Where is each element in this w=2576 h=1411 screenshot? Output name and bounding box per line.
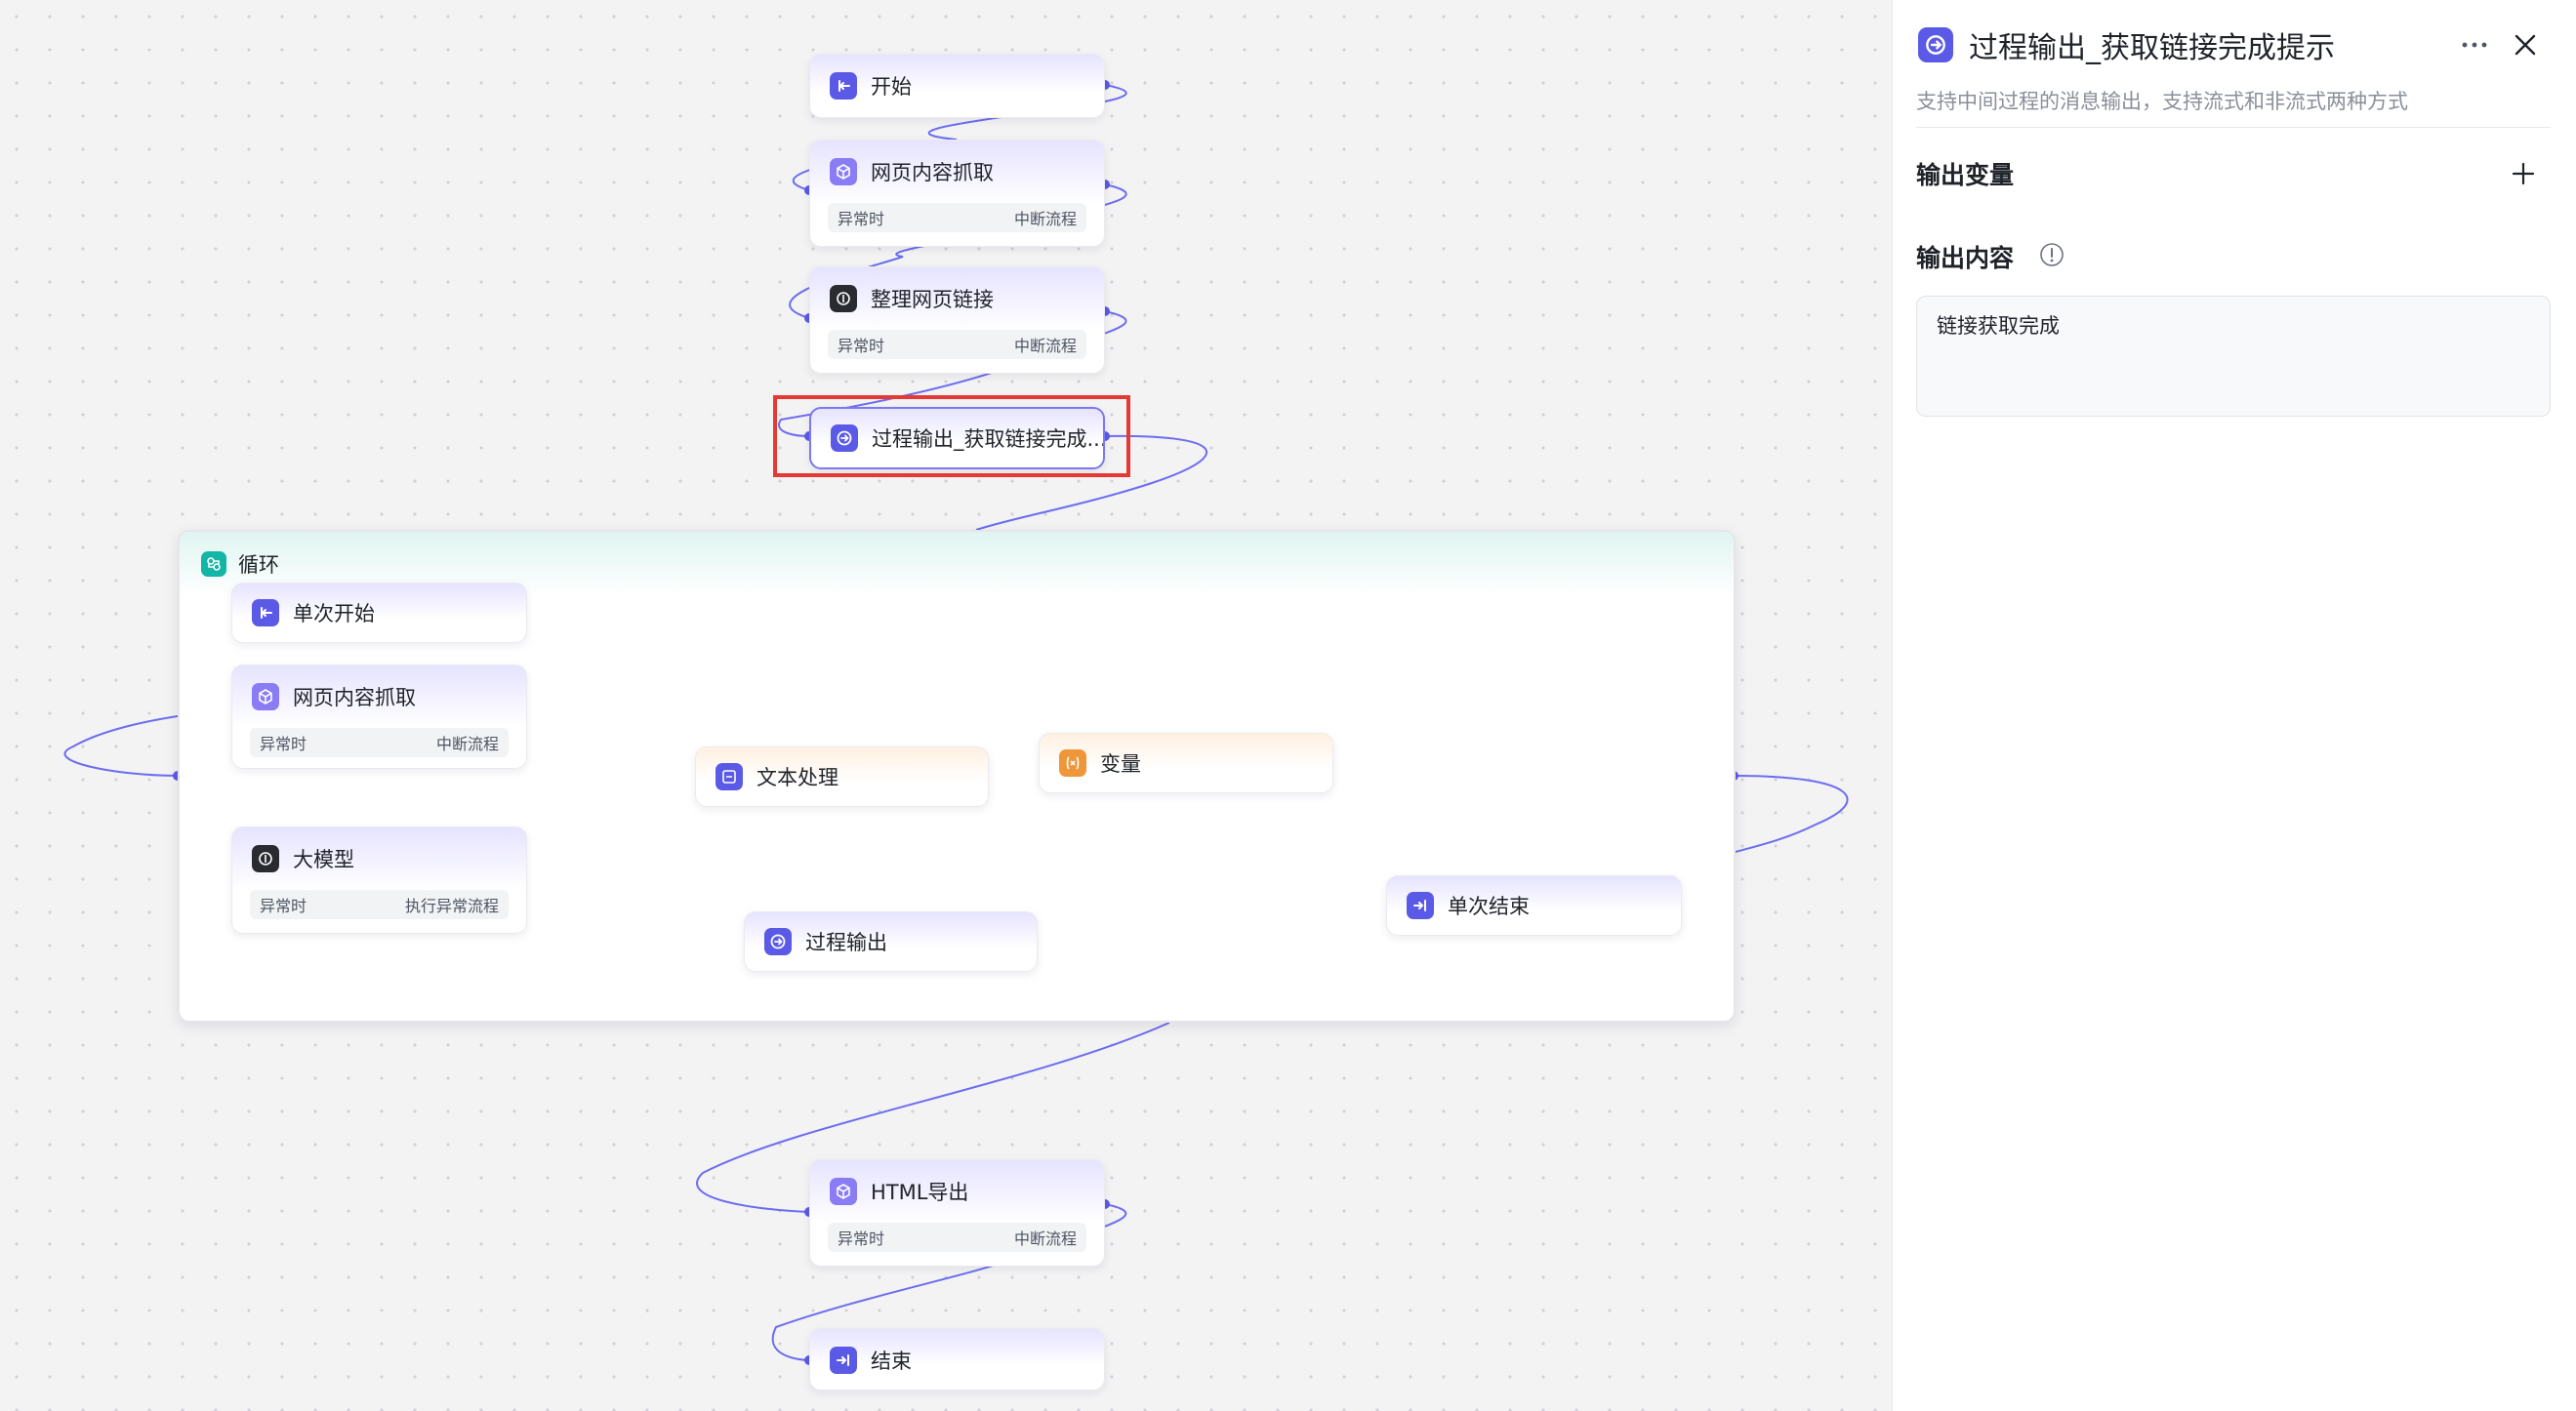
model-icon	[252, 845, 279, 872]
node-title: 过程输出_获取链接完成...	[872, 427, 1105, 451]
plugin-icon	[830, 158, 857, 185]
node-iter-end[interactable]: 单次结束	[1386, 875, 1682, 936]
node-variable[interactable]: 变量	[1039, 733, 1333, 793]
panel-description: 支持中间过程的消息输出，支持流式和非流式两种方式	[1916, 90, 2408, 113]
output-icon	[764, 928, 792, 955]
node-title: 网页内容抓取	[293, 686, 416, 709]
node-title: 整理网页链接	[871, 288, 994, 311]
node-organize-links[interactable]: 整理网页链接 异常时 中断流程	[809, 266, 1105, 374]
node-title: 开始	[871, 75, 912, 99]
info-button[interactable]	[2037, 240, 2066, 269]
output-content-input[interactable]: 链接获取完成	[1916, 296, 2551, 417]
end-icon	[830, 1347, 857, 1374]
add-output-var-button[interactable]	[2506, 156, 2541, 191]
footer-label: 异常时	[260, 735, 307, 753]
edge-loopright-back	[1733, 775, 1849, 853]
node-iter-fetch[interactable]: 网页内容抓取 异常时 中断流程	[231, 665, 527, 769]
node-html-export[interactable]: HTML导出 异常时 中断流程	[809, 1159, 1105, 1267]
node-title: HTML导出	[871, 1181, 969, 1204]
output-content-label: 输出内容	[1916, 244, 2015, 272]
panel-header: 过程输出_获取链接完成提示	[1918, 23, 2335, 66]
footer-label: 异常时	[260, 897, 307, 915]
node-footer: 异常时 中断流程	[828, 1223, 1086, 1252]
node-end[interactable]: 结束	[809, 1328, 1105, 1391]
selection-highlight	[773, 395, 1130, 477]
more-icon	[2462, 42, 2487, 48]
output-vars-label: 输出变量	[1916, 161, 2015, 189]
node-title: 结束	[871, 1350, 912, 1373]
footer-label: 异常时	[838, 1230, 885, 1248]
node-output-notice[interactable]: 过程输出_获取链接完成...	[809, 407, 1105, 469]
node-start[interactable]: 开始	[809, 54, 1105, 118]
start-icon	[252, 599, 279, 626]
node-footer: 异常时 中断流程	[828, 330, 1086, 359]
start-icon	[830, 72, 857, 100]
node-title: 大模型	[293, 848, 354, 871]
more-button[interactable]	[2455, 25, 2494, 64]
info-icon	[2040, 243, 2064, 266]
output-icon	[831, 424, 858, 452]
plugin-icon	[252, 683, 279, 710]
close-button[interactable]	[2506, 25, 2545, 64]
footer-label: 异常时	[838, 337, 885, 355]
node-title: 变量	[1100, 752, 1141, 776]
loop-title: 循环	[238, 553, 279, 577]
node-footer: 异常时 中断流程	[250, 728, 509, 757]
footer-value: 中断流程	[435, 735, 499, 753]
loop-icon	[201, 551, 226, 577]
output-icon	[1918, 27, 1953, 62]
node-title: 网页内容抓取	[871, 161, 994, 184]
footer-value: 执行异常流程	[404, 897, 499, 915]
node-title: 过程输出	[805, 931, 887, 954]
node-title: 文本处理	[756, 766, 838, 789]
node-llm[interactable]: 大模型 异常时 执行异常流程	[231, 826, 527, 934]
close-icon	[2515, 34, 2536, 56]
code-icon	[830, 285, 857, 312]
node-settings-panel: 过程输出_获取链接完成提示 支持中间过程的消息输出，支持流式和非流式两种方式 输…	[1892, 0, 2576, 1411]
footer-value: 中断流程	[1013, 337, 1077, 355]
node-process-output[interactable]: 过程输出	[744, 911, 1038, 972]
footer-value: 中断流程	[1013, 1230, 1077, 1248]
node-title: 单次开始	[293, 602, 375, 625]
node-footer: 异常时 执行异常流程	[250, 890, 509, 919]
text-icon	[716, 763, 743, 790]
plugin-icon	[830, 1178, 857, 1205]
end-icon	[1407, 892, 1434, 919]
node-web-fetch[interactable]: 网页内容抓取 异常时 中断流程	[809, 140, 1105, 247]
divider	[1916, 127, 2551, 128]
node-iter-start[interactable]: 单次开始	[231, 583, 527, 643]
panel-title[interactable]: 过程输出_获取链接完成提示	[1969, 31, 2335, 65]
footer-value: 中断流程	[1013, 210, 1077, 228]
variable-icon	[1059, 749, 1086, 777]
footer-label: 异常时	[838, 210, 885, 228]
node-footer: 异常时 中断流程	[828, 203, 1086, 232]
plus-icon	[2512, 162, 2535, 185]
workflow-canvas[interactable]: 循环 开始 网页内容抓取 异常时 中断流程 整理网页链接	[0, 0, 1892, 1411]
node-text-process[interactable]: 文本处理	[695, 746, 989, 807]
node-title: 单次结束	[1448, 895, 1530, 918]
